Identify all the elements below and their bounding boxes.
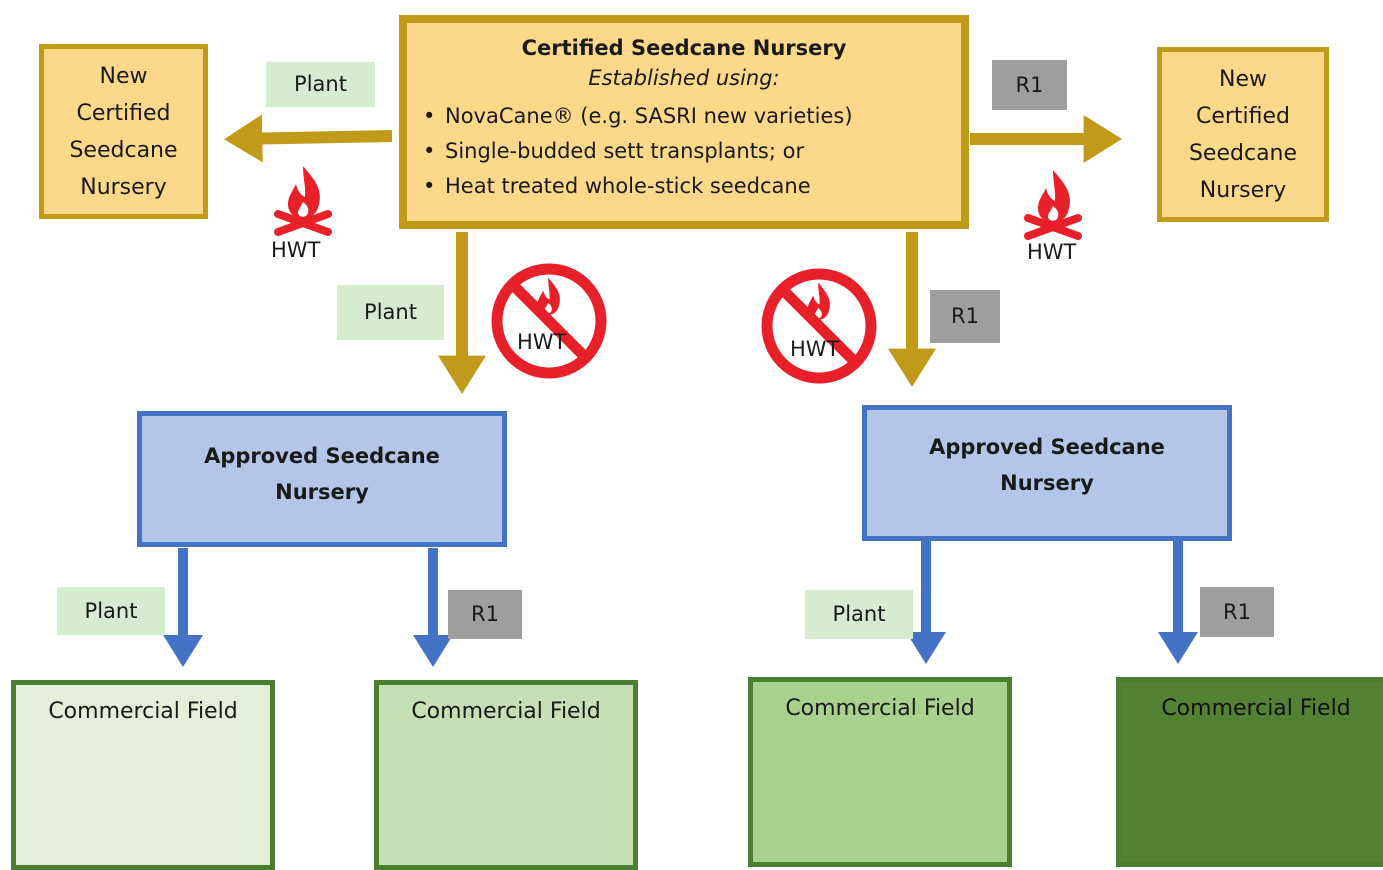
hwt-label-left: HWT <box>271 238 321 262</box>
fire-icon <box>1024 170 1082 240</box>
nursery-label-line: Seedcane <box>1188 140 1298 166</box>
approved-label-line: Nursery <box>1000 471 1094 495</box>
r1-tag-bottom-right: R1 <box>1200 587 1274 637</box>
fire-icon <box>274 166 332 236</box>
establishment-methods-list: NovaCane® (e.g. SASRI new varieties) Sin… <box>421 99 947 204</box>
approved-label-line: Approved Seedcane <box>204 444 440 468</box>
new-certified-nursery-right: New Certified Seedcane Nursery <box>1157 47 1329 222</box>
approved-label-line: Nursery <box>275 480 369 504</box>
plant-tag-top: Plant <box>266 62 375 107</box>
nursery-label-line: New <box>1219 66 1267 92</box>
plant-tag-bottom-left: Plant <box>57 587 165 635</box>
nursery-label-line: Certified <box>1195 103 1291 129</box>
no-fire-icon <box>491 263 607 379</box>
commercial-field-2: Commercial Field <box>374 680 638 870</box>
commercial-field-1: Commercial Field <box>11 680 275 870</box>
nursery-label-line: Nursery <box>1199 177 1287 203</box>
method-item: Single-budded sett transplants; or <box>421 134 947 169</box>
certified-nursery-title: Certified Seedcane Nursery <box>521 36 847 60</box>
no-hwt-label-right: HWT <box>790 337 840 361</box>
r1-tag-middle: R1 <box>930 290 1000 343</box>
approved-seedcane-nursery-left: Approved Seedcane Nursery <box>137 411 507 547</box>
no-fire-icon <box>761 268 877 384</box>
plant-tag-middle: Plant <box>337 285 444 340</box>
nursery-label-line: Certified <box>76 100 171 126</box>
plant-tag-bottom-right: Plant <box>805 590 913 639</box>
commercial-field-4: Commercial Field <box>1116 677 1383 867</box>
r1-tag-top: R1 <box>992 60 1067 110</box>
commercial-field-3: Commercial Field <box>748 677 1012 867</box>
certified-nursery-subtitle: Established using: <box>588 66 780 90</box>
approved-seedcane-nursery-right: Approved Seedcane Nursery <box>862 405 1232 541</box>
connector-arrows <box>163 114 1198 667</box>
nursery-label-line: Nursery <box>80 174 167 200</box>
nursery-label-line: New <box>99 63 148 89</box>
method-item: NovaCane® (e.g. SASRI new varieties) <box>421 99 947 134</box>
approved-label-line: Approved Seedcane <box>929 435 1165 459</box>
no-hwt-label-left: HWT <box>517 330 567 354</box>
arrow-to-new-nursery-left <box>224 114 393 163</box>
new-certified-nursery-left: New Certified Seedcane Nursery <box>39 44 208 219</box>
r1-tag-bottom-left: R1 <box>448 590 522 639</box>
certified-seedcane-nursery-box: Certified Seedcane Nursery Established u… <box>399 15 969 229</box>
method-item: Heat treated whole-stick seedcane <box>421 169 947 204</box>
hwt-label-right: HWT <box>1027 240 1077 264</box>
nursery-label-line: Seedcane <box>69 137 178 163</box>
